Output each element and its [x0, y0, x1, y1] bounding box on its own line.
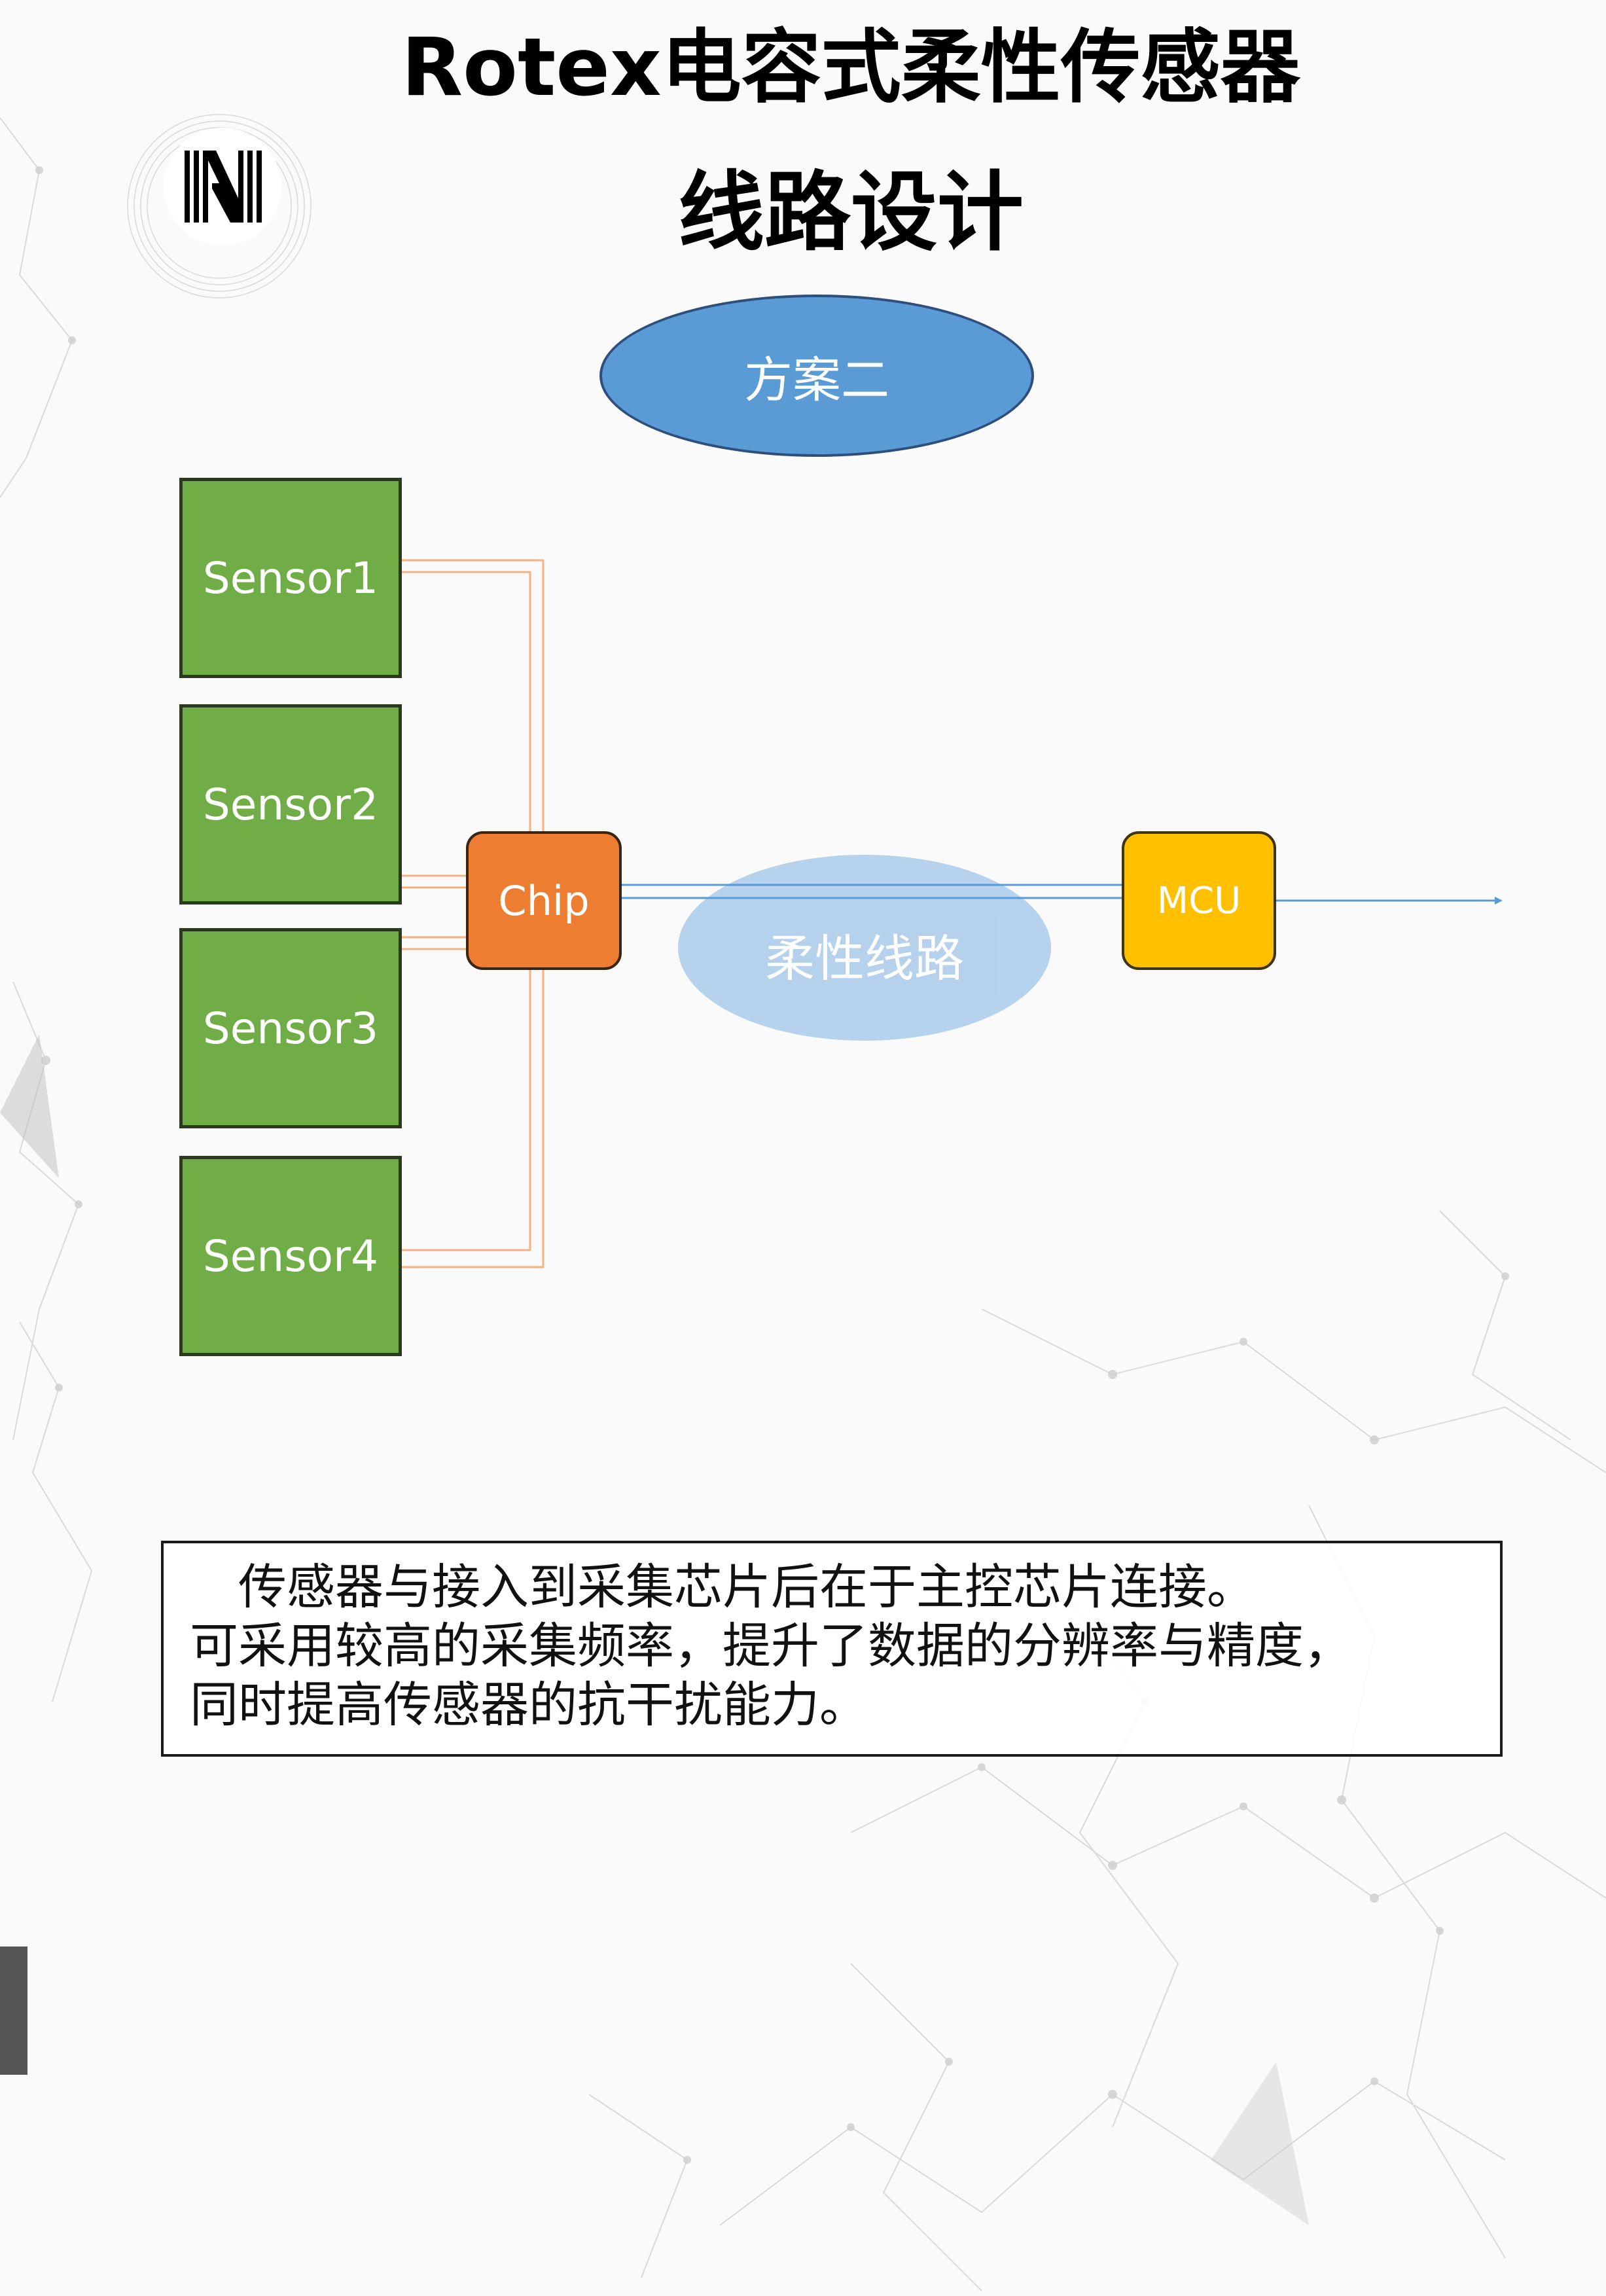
- sensor-2-block: Sensor2: [179, 704, 402, 905]
- description-line: 同时提高传感器的抗干扰能力。: [190, 1677, 868, 1733]
- mcu-block: MCU: [1122, 831, 1276, 970]
- chip-block: Chip: [466, 831, 622, 970]
- page-side-tab: [0, 1946, 27, 2075]
- description-box: 传感器与接入到采集芯片后在于主控芯片连接。 可采用较高的采集频率，提升了数据的分…: [161, 1541, 1503, 1757]
- plan-badge: 方案二: [599, 295, 1034, 457]
- flex-circuit-label: 柔性线路: [765, 929, 964, 988]
- description-line: 传感器与接入到采集芯片后在于主控芯片连接。: [238, 1559, 1255, 1615]
- sensor-label: Sensor1: [202, 552, 379, 603]
- wire-sensor1-chip-a: [402, 559, 544, 831]
- wire-sensor4-chip-b: [402, 970, 544, 1268]
- chip-label: Chip: [498, 876, 590, 925]
- sensor-1-block: Sensor1: [179, 478, 402, 678]
- sensor-3-block: Sensor3: [179, 928, 402, 1128]
- rotex-logo-icon: [127, 114, 312, 298]
- sensor-label: Sensor4: [202, 1230, 379, 1282]
- plan-label: 方案二: [744, 351, 889, 408]
- sensor-4-block: Sensor4: [179, 1156, 402, 1356]
- page-title: Rotex电容式柔性传感器: [401, 21, 1300, 114]
- sensor-label: Sensor2: [202, 779, 379, 830]
- sensor-label: Sensor3: [202, 1003, 379, 1054]
- wire-sensor1-chip-b: [402, 571, 531, 831]
- page-subtitle: 线路设计: [678, 162, 1024, 263]
- mcu-label: MCU: [1156, 879, 1241, 922]
- description-line: 可采用较高的采集频率，提升了数据的分辨率与精度，: [190, 1618, 1352, 1674]
- wire-sensor4-chip-a: [402, 970, 531, 1251]
